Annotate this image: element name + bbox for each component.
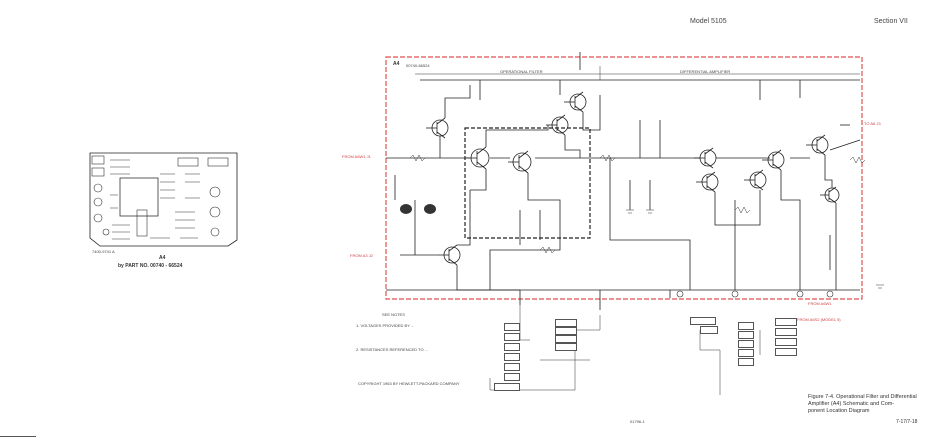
transistor-q11 (438, 244, 461, 266)
transistor-q2 (466, 146, 490, 170)
connector-box (738, 322, 754, 330)
board-part-label: by PART NO. 00740 - 66524 (118, 263, 183, 269)
filter-block (464, 127, 591, 239)
schematic-board-sub: 00740-66524 (406, 63, 430, 68)
output-bottom-label: FROM A6W1 (808, 301, 832, 306)
transistor-q5 (564, 91, 587, 113)
connector-box (504, 373, 520, 381)
diode-cr2 (424, 204, 436, 214)
board-title: A4 (159, 255, 166, 261)
connector-box (775, 348, 797, 356)
connector-box (738, 340, 754, 348)
divider (0, 436, 36, 437)
output-right-label: TO A6 J3 (864, 121, 881, 126)
connector-box (555, 335, 577, 343)
page-number: 7-17/7-18 (896, 419, 918, 425)
transistor-q1 (426, 117, 449, 139)
board-outline (385, 56, 863, 300)
connector-box (504, 353, 520, 361)
figure-ref: 01796-1 (630, 419, 645, 424)
input-top-label: FROM A6W1 J1 (342, 154, 371, 159)
connector-box (504, 333, 520, 341)
schematic-board-label: A4 (393, 61, 400, 67)
transistor-q4 (546, 114, 569, 136)
copyright: COPYRIGHT 1963 BY HEWLETT-PACKARD COMPAN… (358, 381, 460, 386)
connector-box (738, 331, 754, 339)
figure-caption-line-1: Figure 7-4. Operational Filter and Diffe… (808, 394, 917, 400)
transistor-q10 (806, 134, 829, 156)
connector-box (504, 343, 520, 351)
diode-cr1 (400, 204, 412, 214)
figure-caption-line-2: Amplifier (A4) Schematic and Com- (808, 401, 895, 407)
connector-box (775, 328, 797, 336)
board-ic (119, 177, 159, 217)
transistor-q12 (820, 186, 840, 204)
note-2: 2. RESISTANCES REFERENCED TO ... (356, 347, 429, 352)
transistor-q3 (508, 150, 532, 174)
connector-box (555, 343, 577, 351)
connector-box (504, 323, 520, 331)
board-ref: 7400-9741 A (92, 249, 115, 254)
connector-box (494, 383, 520, 391)
connector-box (555, 327, 577, 335)
connector-box (775, 318, 797, 326)
block-operational-filter: OPERATIONAL FILTER (500, 69, 543, 74)
block-differential-amplifier: DIFFERENTIAL AMPLIFIER (680, 69, 731, 74)
connector-box (504, 363, 520, 371)
output-bottom-label-2: FROM A6S2 (MODEL 5) (797, 317, 841, 322)
connector-box (555, 319, 577, 327)
transistor-q8 (744, 169, 767, 191)
header-section: Section VII (874, 18, 908, 25)
figure-caption-line-3: ponent Location Diagram (808, 408, 870, 414)
connector-box (690, 317, 716, 325)
transistor-q7 (696, 171, 719, 193)
connector-box (738, 358, 754, 366)
transistor-q9 (762, 149, 785, 171)
connector-box (738, 349, 754, 357)
input-bottom-label: FROM A3 J2 (350, 253, 373, 258)
header-model: Model 5105 (690, 18, 727, 25)
transistor-q6 (694, 147, 717, 169)
connector-box (775, 338, 797, 346)
notes-title: SEE NOTES (382, 312, 405, 317)
connector-box (700, 326, 718, 334)
note-1: 1. VOLTAGES PROVIDED BY ... (356, 323, 415, 328)
